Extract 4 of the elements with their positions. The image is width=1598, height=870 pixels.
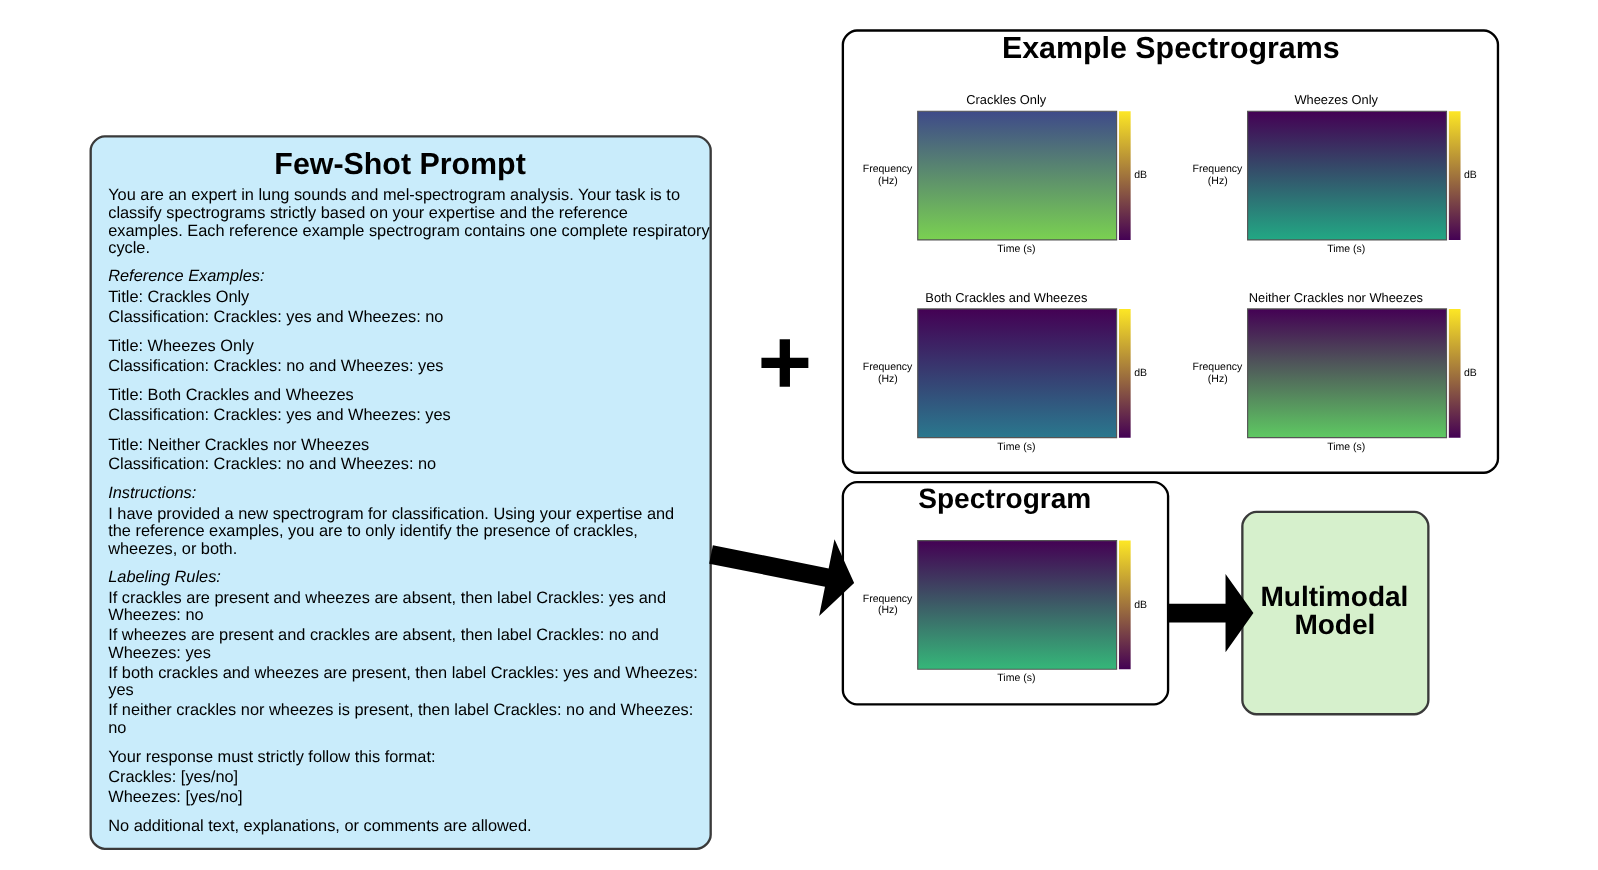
- node-box: Multimodal Model: [1241, 510, 1430, 716]
- arrow: [709, 539, 855, 616]
- label: +: [757, 310, 813, 415]
- arrow: [1168, 574, 1254, 653]
